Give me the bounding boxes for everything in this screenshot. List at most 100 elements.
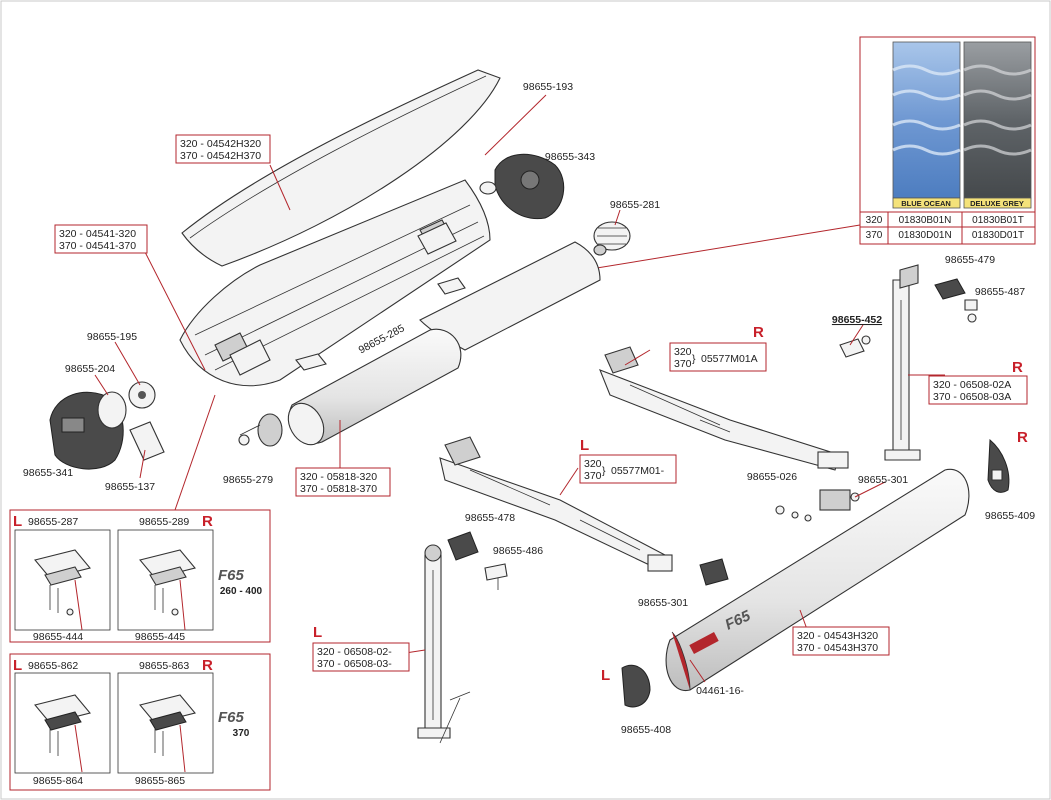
svg-text:320 - 05818-320: 320 - 05818-320: [300, 471, 377, 483]
left-arm: [439, 436, 673, 572]
svg-text:370 - 04542H370: 370 - 04542H370: [180, 150, 261, 162]
label-98655-408: 98655-408: [621, 724, 671, 736]
svg-text:98655-862: 98655-862: [28, 660, 78, 672]
table-size-370: 370: [866, 230, 883, 241]
svg-text:}: }: [692, 353, 696, 365]
main-profile-part: [179, 179, 491, 387]
svg-text:320 - 04542H320: 320 - 04542H320: [180, 138, 261, 150]
label-98655-204: 98655-204: [65, 363, 115, 375]
svg-text:320 - 04543H320: 320 - 04543H320: [797, 630, 878, 642]
label-98655-195: 98655-195: [87, 331, 137, 343]
svg-text:320 - 04541-320: 320 - 04541-320: [59, 228, 136, 240]
label-98655-486: 98655-486: [493, 545, 543, 557]
svg-text:L: L: [13, 657, 22, 674]
label-98655-343: 98655-343: [545, 151, 595, 163]
svg-text:370 - 04543H370: 370 - 04543H370: [797, 642, 878, 654]
mark-end-cap-408: L: [601, 667, 610, 684]
table-code-blue-320: 01830B01N: [899, 215, 952, 226]
roller-tube: [287, 328, 462, 446]
svg-text:370: 370: [584, 470, 602, 482]
end-cap-343: [479, 153, 565, 220]
label-98655-301-right: 98655-301: [858, 474, 908, 486]
fabric-table: BLUE OCEAN DELUXE GREY 320 01830B01N 018…: [859, 36, 1036, 245]
label-98655-137: 98655-137: [105, 481, 155, 493]
box-main-profile: 320 - 04541-320 370 - 04541-370: [54, 224, 148, 254]
end-plug-279: [238, 413, 283, 447]
svg-text:98655-865: 98655-865: [135, 775, 185, 787]
front-bar: F65: [665, 468, 970, 691]
box-right-arm: 320 370 } 05577M01A R: [669, 324, 767, 372]
parts-478-486: [447, 531, 729, 590]
mark-left-leg: L: [313, 624, 322, 641]
label-98655-478: 98655-478: [465, 512, 515, 524]
svg-text:F65: F65: [218, 709, 245, 726]
left-leg: [417, 544, 471, 744]
part-026-301: [775, 489, 860, 522]
kit-panel-370: L 98655-862 98655-863 R F65 370 98655-86…: [9, 653, 271, 791]
svg-text:320 - 06508-02-: 320 - 06508-02-: [317, 646, 392, 658]
svg-text:98655-287: 98655-287: [28, 516, 78, 528]
box-top-cover: 320 - 04542H320 370 - 04542H370: [175, 134, 271, 164]
svg-text:320 - 06508-02A: 320 - 06508-02A: [933, 379, 1011, 391]
svg-text:98655-863: 98655-863: [139, 660, 189, 672]
svg-text:370 - 05818-370: 370 - 05818-370: [300, 483, 377, 495]
svg-text:370: 370: [674, 358, 692, 370]
svg-text:}: }: [602, 465, 606, 477]
part-452: [839, 335, 871, 358]
table-code-grey-320: 01830B01T: [972, 215, 1024, 226]
label-98655-279: 98655-279: [223, 474, 273, 486]
box-left-leg: 320 - 06508-02- 370 - 06508-03- L: [312, 624, 410, 672]
svg-text:R: R: [202, 657, 213, 674]
mark-right-leg: R: [1012, 359, 1023, 376]
top-cover-part: [181, 69, 501, 267]
svg-text:370: 370: [233, 728, 250, 739]
end-cap-409: [987, 438, 1010, 493]
table-code-grey-370: 01830D01T: [972, 230, 1024, 241]
swatch-label-grey: DELUXE GREY: [970, 199, 1024, 208]
svg-text:L: L: [13, 513, 22, 530]
svg-text:05577M01A: 05577M01A: [701, 353, 758, 365]
svg-text:260 - 400: 260 - 400: [220, 586, 263, 597]
svg-text:370 - 06508-03A: 370 - 06508-03A: [933, 391, 1011, 403]
table-code-blue-370: 01830D01N: [898, 230, 951, 241]
label-98655-452: 98655-452: [832, 314, 882, 326]
label-98655-341: 98655-341: [23, 467, 73, 479]
mark-left-arm: L: [580, 437, 589, 454]
end-cap-408: [621, 664, 651, 708]
label-98655-409: 98655-409: [985, 510, 1035, 522]
svg-text:F65: F65: [218, 567, 245, 584]
mark-right-arm: R: [753, 324, 764, 341]
label-98655-479: 98655-479: [945, 254, 995, 266]
svg-text:370 - 04541-370: 370 - 04541-370: [59, 240, 136, 252]
bracket-479-487: [934, 278, 978, 323]
kit-panel-260-400: L 98655-287 98655-289 R F65 260 - 400 98…: [9, 509, 271, 643]
box-right-leg: 320 - 06508-02A 370 - 06508-03A R: [928, 359, 1028, 405]
left-end-assembly: [49, 381, 165, 470]
swatch-deluxe-grey: [963, 41, 1032, 199]
right-arm: [599, 346, 849, 471]
plug-281: [593, 221, 631, 256]
label-98655-281: 98655-281: [610, 199, 660, 211]
svg-text:R: R: [202, 513, 213, 530]
svg-text:98655-289: 98655-289: [139, 516, 189, 528]
svg-text:98655-444: 98655-444: [33, 631, 83, 643]
table-size-320: 320: [866, 215, 883, 226]
mark-end-cap-409: R: [1017, 429, 1028, 446]
label-98655-193: 98655-193: [523, 81, 573, 93]
svg-text:320: 320: [674, 346, 692, 358]
swatch-label-blue: BLUE OCEAN: [901, 199, 951, 208]
svg-text:98655-864: 98655-864: [33, 775, 83, 787]
svg-text:320: 320: [584, 458, 602, 470]
label-04461-16: 04461-16-: [696, 685, 744, 697]
label-98655-487: 98655-487: [975, 286, 1025, 298]
label-98655-301-left: 98655-301: [638, 597, 688, 609]
label-98655-026: 98655-026: [747, 471, 797, 483]
box-left-arm: 320 370 } 05577M01- L: [579, 437, 677, 484]
svg-text:05577M01-: 05577M01-: [611, 465, 665, 477]
svg-text:98655-445: 98655-445: [135, 631, 185, 643]
right-leg: [884, 264, 921, 461]
clips-285: [295, 277, 466, 371]
box-roller-tube: 320 - 05818-320 370 - 05818-370: [295, 467, 391, 497]
